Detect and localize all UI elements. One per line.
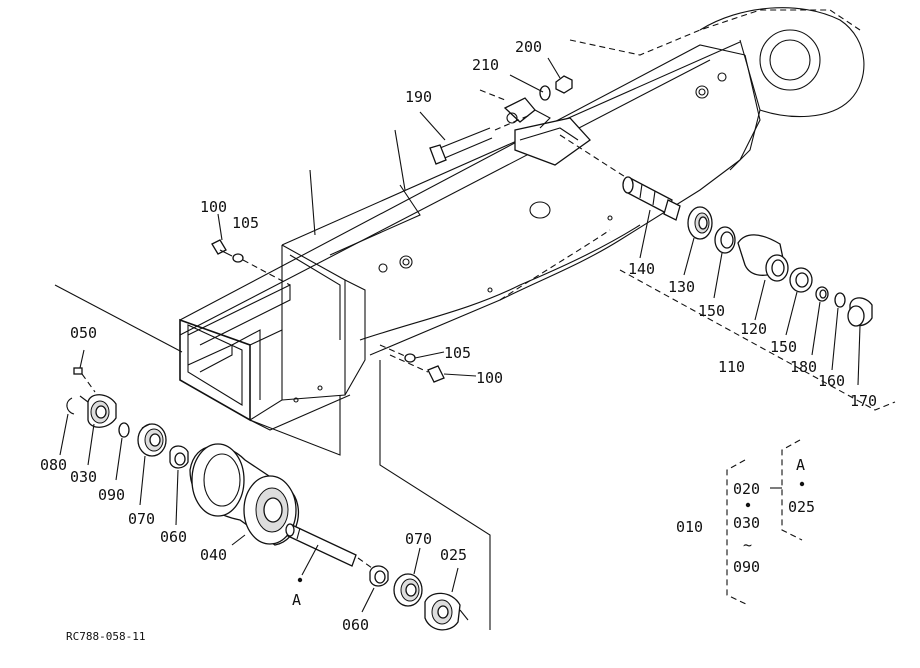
label-070-left: 070 xyxy=(128,510,155,528)
label-105-lower: 105 xyxy=(444,344,471,362)
group-010-bracket xyxy=(54,284,805,606)
label-060-right: 060 xyxy=(342,616,369,634)
label-025-right: 025 xyxy=(440,546,467,564)
label-140: 140 xyxy=(628,260,655,278)
label-A-group: A xyxy=(796,456,805,474)
label-105-upper: 105 xyxy=(232,214,259,232)
label-020: 020 xyxy=(733,480,760,498)
label-180: 180 xyxy=(790,358,817,376)
label-160: 160 xyxy=(818,372,845,390)
label-010: 010 xyxy=(676,518,703,536)
nut-200-washer-210 xyxy=(479,57,573,101)
label-090-group: 090 xyxy=(733,558,760,576)
drawing-code: RC788-058-11 xyxy=(66,630,145,643)
bolt-190 xyxy=(419,111,531,165)
label-040: 040 xyxy=(200,546,227,564)
bolt-100-lower xyxy=(379,344,477,383)
top-bracket xyxy=(503,97,591,166)
label-A-shaft: A xyxy=(292,591,301,609)
label-060-left: 060 xyxy=(160,528,187,546)
label-150-a: 150 xyxy=(698,302,725,320)
label-100-upper: 100 xyxy=(200,198,227,216)
label-tilde: ~ xyxy=(743,536,752,554)
label-210: 210 xyxy=(472,56,499,74)
label-130: 130 xyxy=(668,278,695,296)
label-070-right: 070 xyxy=(405,530,432,548)
label-120: 120 xyxy=(740,320,767,338)
label-110: 110 xyxy=(718,358,745,376)
roller-110-assembly xyxy=(559,134,896,411)
label-100-lower: 100 xyxy=(476,369,503,387)
track-frame-beam xyxy=(179,41,761,630)
label-090: 090 xyxy=(98,486,125,504)
part-labels: 200 210 190 100 105 050 080 030 090 070 … xyxy=(40,38,877,634)
label-200: 200 xyxy=(515,38,542,56)
label-080: 080 xyxy=(40,456,67,474)
label-030-group: 030 xyxy=(733,514,760,532)
label-050: 050 xyxy=(70,324,97,342)
label-030: 030 xyxy=(70,468,97,486)
label-170: 170 xyxy=(850,392,877,410)
label-025-group: 025 xyxy=(788,498,815,516)
label-150-b: 150 xyxy=(770,338,797,356)
housing-outline xyxy=(569,7,865,171)
bolt-100-upper xyxy=(211,213,291,286)
label-190: 190 xyxy=(405,88,432,106)
track-roller-assembly xyxy=(59,349,469,631)
